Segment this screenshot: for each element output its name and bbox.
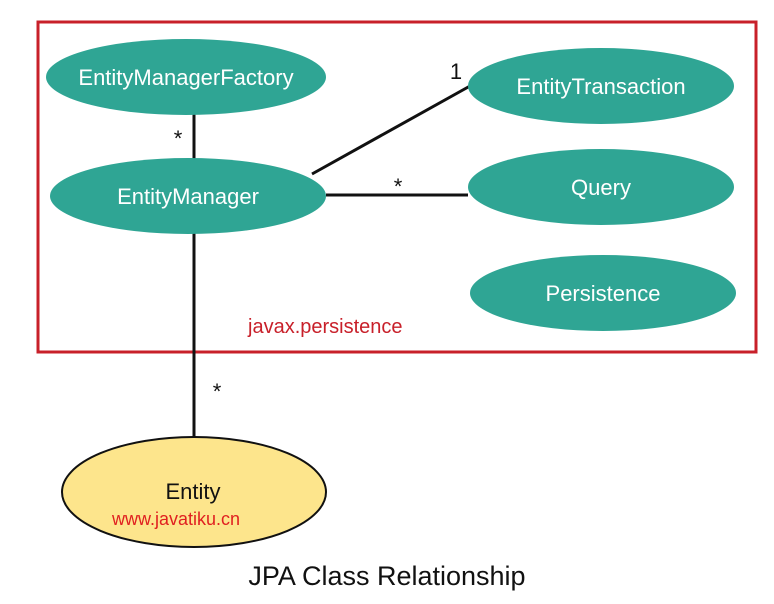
node-shape xyxy=(61,436,327,548)
node-label: EntityTransaction xyxy=(516,74,685,99)
package-boundary xyxy=(36,20,758,354)
diagram-caption: JPA Class Relationship xyxy=(248,561,525,591)
node-shape xyxy=(46,39,326,115)
node-label: Entity xyxy=(165,479,220,504)
node-shape xyxy=(468,48,734,124)
multiplicity-emf-em: * xyxy=(174,126,183,151)
node-label: Query xyxy=(571,175,631,200)
node-label: EntityManager xyxy=(117,184,259,209)
node-label: EntityManagerFactory xyxy=(78,65,293,90)
node-shape xyxy=(470,255,736,331)
watermark: www.javatiku.cn xyxy=(111,509,240,529)
node-entity-manager-factory[interactable]: EntityManagerFactory xyxy=(46,39,326,115)
package-label: javax.persistence xyxy=(247,316,403,338)
multiplicity-em-query: * xyxy=(394,174,403,199)
multiplicity-em-et: 1 xyxy=(450,59,462,84)
node-label: Persistence xyxy=(546,281,661,306)
node-persistence[interactable]: Persistence xyxy=(470,255,736,331)
node-entity[interactable]: Entity xyxy=(61,436,327,548)
node-shape xyxy=(50,158,326,234)
node-shape xyxy=(468,149,734,225)
edge-em-et xyxy=(311,84,471,176)
node-entity-transaction[interactable]: EntityTransaction xyxy=(468,48,734,124)
node-query[interactable]: Query xyxy=(468,149,734,225)
node-entity-manager[interactable]: EntityManager xyxy=(50,158,326,234)
multiplicity-em-entity: * xyxy=(213,379,222,404)
